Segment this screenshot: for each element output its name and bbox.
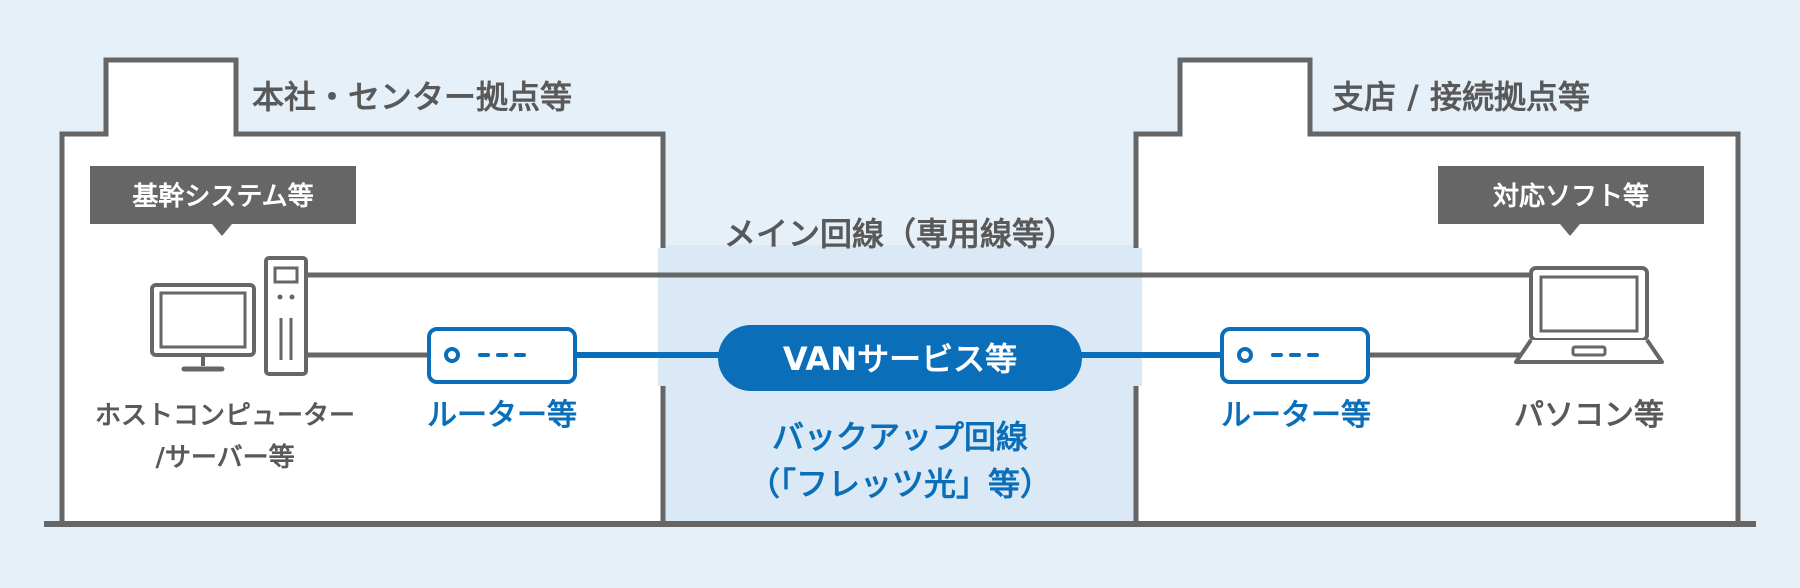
core-system-label-pointer (212, 224, 232, 236)
software-label-box (1438, 166, 1704, 224)
van-service-label: VANサービス等 (783, 340, 1017, 378)
backup-line-sublabel: （「フレッツ光」等） (748, 465, 1052, 503)
headquarters-title: 本社・センター拠点等 (252, 78, 572, 116)
branch-title: 支店 / 接続拠点等 (1332, 78, 1590, 116)
left-router-icon (427, 327, 577, 384)
van-service-pill (718, 325, 1082, 391)
host-computer-label: ホストコンピューター (95, 401, 355, 431)
core-system-label: 基幹システム等 (132, 181, 313, 212)
backup-line-label: バックアップ回線 (772, 418, 1028, 456)
host-computer-icon (150, 256, 308, 376)
left-router-label: ルーター等 (427, 398, 577, 433)
software-label: 対応ソフト等 (1493, 181, 1649, 212)
right-router-icon (1220, 327, 1370, 384)
host-computer-sublabel: /サーバー等 (155, 442, 294, 473)
laptop-icon (1514, 266, 1664, 364)
main-line-label: メイン回線（専用線等） (724, 215, 1076, 253)
core-system-label-box (90, 166, 356, 224)
branch-wall-opening (1130, 248, 1142, 386)
software-label-pointer (1560, 224, 1580, 236)
right-router-label: ルーター等 (1221, 398, 1371, 433)
hq-wall-opening (658, 248, 670, 386)
pc-label: パソコン等 (1514, 398, 1664, 433)
